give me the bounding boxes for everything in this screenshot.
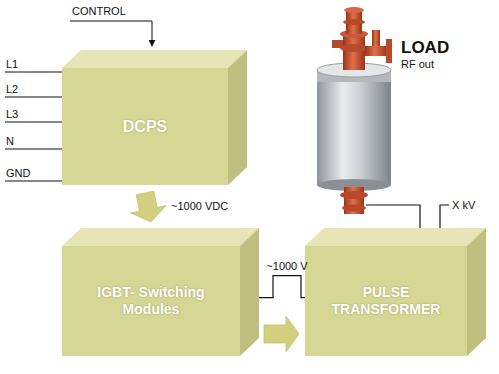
box-top-face xyxy=(305,228,486,246)
signal-name: L3 xyxy=(6,108,18,121)
edge-label: ~1000 V xyxy=(266,260,307,273)
node-title: PULSE TRANSFORMER xyxy=(305,284,467,319)
flow-arrow xyxy=(131,191,166,222)
node-title: LOAD xyxy=(401,38,449,58)
wire xyxy=(5,72,62,73)
output-pulse xyxy=(366,205,449,230)
flange xyxy=(340,44,368,52)
load-label-block: LOADRF out xyxy=(401,38,449,70)
wire xyxy=(5,149,62,150)
edge-label: ~1000 VDC xyxy=(171,200,228,213)
tube-cap xyxy=(344,7,364,13)
box-side-face xyxy=(467,228,486,356)
node-title: IGBT- Switching Modules xyxy=(62,284,240,319)
text-block: LOADRF out xyxy=(401,38,449,70)
control-label: CONTROL xyxy=(72,5,126,18)
text-block: PULSE TRANSFORMER xyxy=(305,246,467,356)
power-supply-box: DCPS xyxy=(62,68,228,185)
signal-name: L2 xyxy=(6,83,18,96)
klystron-illustration xyxy=(317,7,392,214)
switching-module-box: IGBT- Switching Modules xyxy=(62,246,240,356)
control-wire xyxy=(70,21,152,46)
box-top-face xyxy=(62,228,259,246)
wire xyxy=(5,97,62,98)
signal-name: GND xyxy=(6,167,30,180)
wire xyxy=(5,181,62,182)
wire xyxy=(5,122,62,123)
node-subtitle: RF out xyxy=(401,58,449,70)
transformer-box: PULSE TRANSFORMER xyxy=(305,246,467,356)
flange xyxy=(342,205,366,212)
flow-arrow xyxy=(264,316,299,352)
rf-output-stub xyxy=(372,30,380,46)
tube-body xyxy=(317,70,391,185)
rf-output-arm xyxy=(365,46,387,56)
signal-name: L1 xyxy=(6,58,18,71)
text-block: IGBT- Switching Modules xyxy=(62,246,240,356)
side-knob xyxy=(332,40,343,48)
input-wires xyxy=(5,72,62,181)
rf-output-flange xyxy=(386,39,392,63)
node-title: DCPS xyxy=(115,117,175,137)
pulse-wire xyxy=(259,276,305,298)
text-block: DCPS xyxy=(62,68,228,185)
box-top-face xyxy=(62,50,247,68)
flange xyxy=(343,19,365,25)
box-side-face xyxy=(240,228,259,356)
voltage-label: X kV xyxy=(452,199,475,212)
signal-name: N xyxy=(6,135,14,148)
box-side-face xyxy=(228,50,247,185)
flange xyxy=(340,191,368,199)
